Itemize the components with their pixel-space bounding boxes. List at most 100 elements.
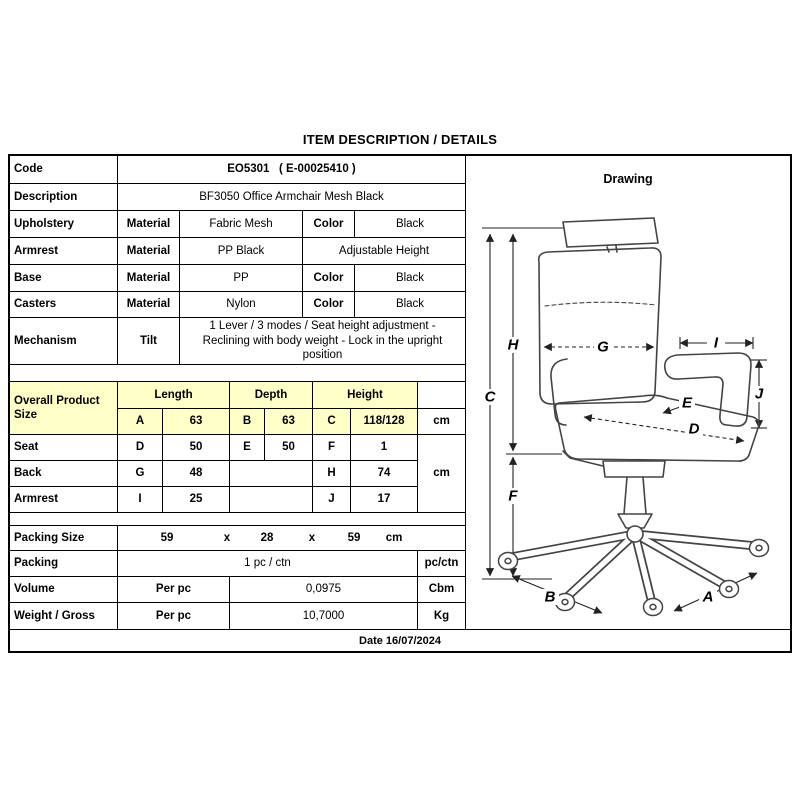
dim-value-c: 118/128 bbox=[351, 409, 418, 434]
date-row: Date 16/07/2024 bbox=[10, 629, 790, 651]
base-label: Base bbox=[10, 265, 118, 291]
dim-key-e: E bbox=[230, 435, 265, 460]
dim-label-e: E bbox=[682, 395, 693, 412]
code-value: EO5301 ( E-00025410 ) bbox=[227, 163, 356, 176]
dim-key-f: F bbox=[313, 435, 351, 460]
row-volume: Volume Per pc 0,0975 Cbm bbox=[10, 577, 465, 603]
row-packing: Packing 1 pc / ctn pc/ctn bbox=[10, 551, 465, 577]
row-packing-size: Packing Size 59 x 28 x 59 cm bbox=[10, 526, 465, 551]
depth-header: Depth bbox=[230, 382, 313, 408]
gas-lift-cone bbox=[617, 513, 653, 529]
armrest-material-key: Material bbox=[118, 238, 180, 264]
upholstery-material-key: Material bbox=[118, 211, 180, 237]
spacer-row bbox=[10, 365, 465, 382]
mechanism-label: Mechanism bbox=[10, 318, 118, 364]
dim-label-g: G bbox=[597, 339, 609, 356]
spacer-row bbox=[10, 513, 465, 526]
row-code: Code EO5301 ( E-00025410 ) bbox=[10, 156, 465, 184]
chair-outline bbox=[537, 217, 760, 529]
backrest bbox=[537, 247, 662, 405]
overall-size-block: Overall Product Size Length Depth Height… bbox=[10, 382, 465, 435]
casters-material-key: Material bbox=[118, 292, 180, 317]
right-armrest bbox=[663, 352, 752, 427]
code-label: Code bbox=[10, 156, 118, 183]
row-upholstery: Upholstery Material Fabric Mesh Color Bl… bbox=[10, 211, 465, 238]
packing-size-values: 59 x 28 x 59 cm bbox=[118, 526, 465, 550]
empty-cell bbox=[418, 382, 465, 408]
upholstery-color-value: Black bbox=[395, 217, 425, 230]
weight-per: Per pc bbox=[118, 603, 230, 629]
page-title: ITEM DESCRIPTION / DETAILS bbox=[302, 132, 498, 147]
dim-label-f: F bbox=[508, 488, 518, 505]
dim-key-d: D bbox=[118, 435, 163, 460]
base-color-key: Color bbox=[303, 265, 355, 291]
overall-unit: cm bbox=[433, 415, 450, 428]
packing-unit: pc/ctn bbox=[424, 557, 459, 570]
packing-size-sep: x bbox=[223, 531, 231, 544]
dim-key-c: C bbox=[313, 409, 351, 434]
chair-drawing: C H F G I J E D A B bbox=[482, 217, 770, 617]
casters-material-value: Nylon bbox=[180, 292, 303, 317]
dims-unit: cm bbox=[418, 435, 465, 513]
volume-unit: Cbm bbox=[428, 583, 455, 596]
casters-color-value: Black bbox=[395, 298, 425, 311]
volume-value: 0,0975 bbox=[230, 577, 418, 602]
dim-value-i: 25 bbox=[163, 487, 230, 512]
packing-label: Packing bbox=[10, 551, 118, 576]
dim-value-f: 1 bbox=[351, 435, 418, 460]
length-header: Length bbox=[118, 382, 230, 408]
seat-label: Seat bbox=[10, 435, 118, 460]
packing-value: 1 pc / ctn bbox=[118, 551, 418, 576]
armrest-feature-value: Adjustable Height bbox=[338, 244, 430, 257]
volume-per: Per pc bbox=[118, 577, 230, 602]
dim-label-d: D bbox=[689, 421, 700, 438]
row-base: Base Material PP Color Black bbox=[10, 265, 465, 292]
armrest-material-value: PP Black bbox=[180, 238, 303, 264]
headrest bbox=[562, 217, 659, 248]
overall-size-label: Overall Product Size bbox=[10, 382, 118, 435]
dim-label-i: I bbox=[714, 335, 719, 352]
packing-size-length: 59 bbox=[160, 531, 174, 544]
upholstery-color-key: Color bbox=[303, 211, 355, 237]
casters-color-key: Color bbox=[303, 292, 355, 317]
row-description: Description BF3050 Office Armchair Mesh … bbox=[10, 184, 465, 211]
empty-cell bbox=[230, 487, 313, 512]
overall-size-values: A 63 B 63 C 118/128 cm bbox=[118, 409, 465, 435]
dim-value-b: 63 bbox=[265, 409, 313, 434]
row-seat: Seat D 50 E 50 F 1 bbox=[10, 435, 418, 461]
weight-value: 10,7000 bbox=[230, 603, 418, 629]
base-material-value: PP bbox=[180, 265, 303, 291]
weight-label: Weight / Gross bbox=[10, 603, 118, 629]
row-back: Back G 48 H 74 bbox=[10, 461, 418, 487]
row-weight: Weight / Gross Per pc 10,7000 Kg bbox=[10, 603, 465, 629]
dim-value-a: 63 bbox=[163, 409, 230, 434]
spec-sheet: Code EO5301 ( E-00025410 ) Description B… bbox=[8, 154, 792, 653]
row-casters: Casters Material Nylon Color Black bbox=[10, 292, 465, 318]
seat bbox=[554, 394, 760, 462]
dim-key-i: I bbox=[118, 487, 163, 512]
packing-size-height: 59 bbox=[347, 531, 361, 544]
description-label: Description bbox=[10, 184, 118, 210]
drawing-panel: Drawing bbox=[466, 156, 790, 629]
mechanism-description: 1 Lever / 3 modes / Seat height adjustme… bbox=[202, 320, 443, 362]
dim-label-b: B bbox=[545, 589, 556, 606]
base-color-value: Black bbox=[395, 271, 425, 284]
dim-label-c: C bbox=[485, 389, 497, 406]
description-value: BF3050 Office Armchair Mesh Black bbox=[199, 190, 384, 203]
armrest-dims-label: Armrest bbox=[10, 487, 118, 512]
dims-block: Seat D 50 E 50 F 1 Back G 48 H 74 bbox=[10, 435, 465, 513]
dim-label-j: J bbox=[755, 386, 764, 403]
tilt-lever bbox=[562, 450, 604, 467]
date-text: Date 16/07/2024 bbox=[359, 634, 441, 647]
packing-size-label: Packing Size bbox=[10, 526, 118, 550]
mechanism-type: Tilt bbox=[118, 318, 180, 364]
casters-label: Casters bbox=[10, 292, 118, 317]
dim-value-h: 74 bbox=[351, 461, 418, 486]
dim-key-j: J bbox=[313, 487, 351, 512]
upholstery-material-value: Fabric Mesh bbox=[180, 211, 303, 237]
height-header: Height bbox=[313, 382, 418, 408]
back-label: Back bbox=[10, 461, 118, 486]
packing-size-unit: cm bbox=[385, 531, 403, 544]
dim-value-d: 50 bbox=[163, 435, 230, 460]
dim-key-a: A bbox=[118, 409, 163, 434]
